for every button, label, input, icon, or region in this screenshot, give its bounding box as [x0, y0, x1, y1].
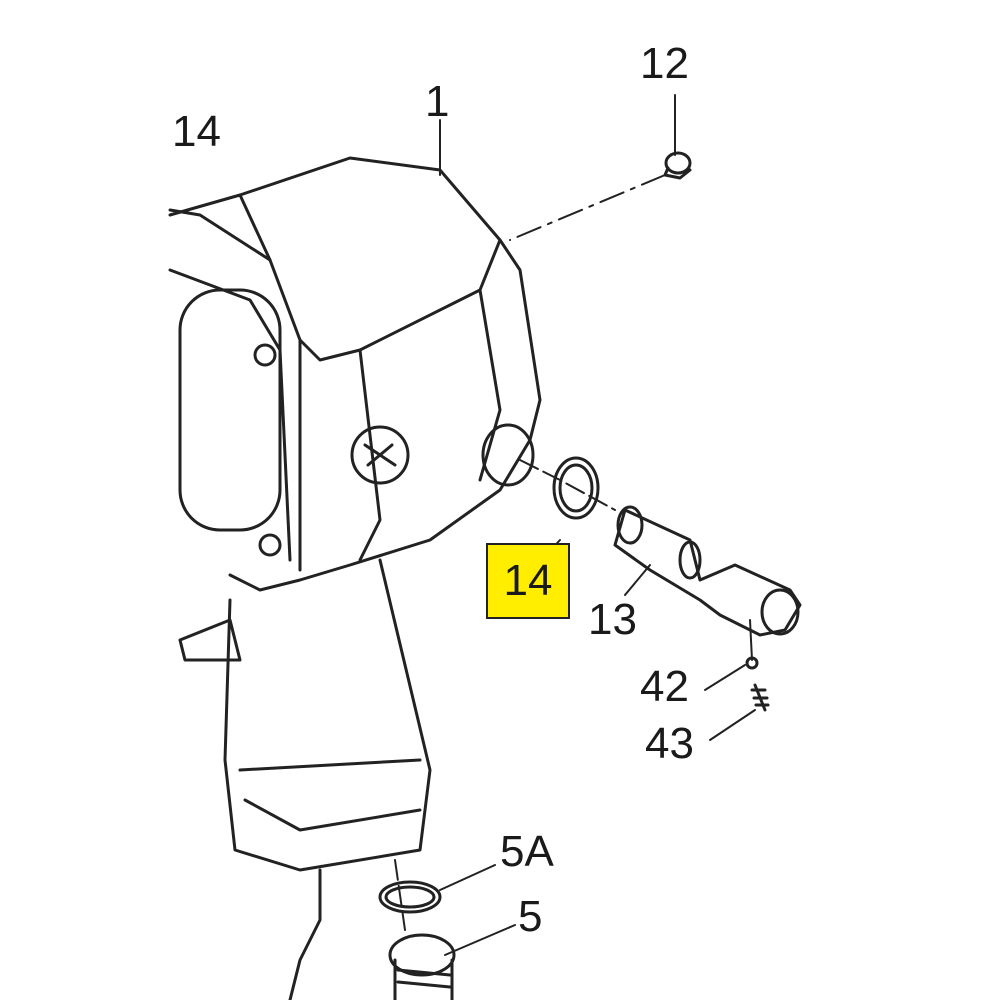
part-14-oring: [552, 456, 600, 520]
callout-13: 13: [588, 595, 637, 644]
callout-12: 12: [640, 39, 689, 88]
tool-housing: [168, 156, 542, 592]
callout-5: 5: [518, 892, 543, 941]
callout-14: 14: [172, 107, 221, 156]
part-43-spring: [750, 683, 770, 712]
callout-14-highlighted: 14: [486, 543, 570, 619]
part-5-fitting: [388, 933, 456, 1000]
callout-1: 1: [425, 77, 450, 126]
tool-handle: [178, 558, 432, 1000]
part-5a-oring: [378, 880, 442, 914]
part-12-plug: [663, 151, 692, 180]
part-42-ball: [745, 656, 759, 670]
callout-5a: 5A: [500, 827, 554, 876]
callout-42: 42: [640, 662, 689, 711]
callout-43: 43: [645, 719, 694, 768]
part-13-valve: [613, 505, 802, 637]
